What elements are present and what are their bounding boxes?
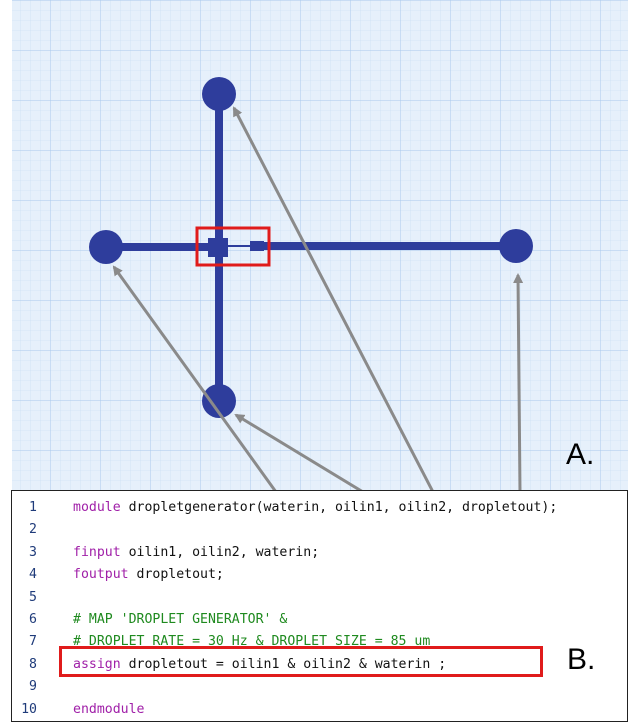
code-keyword: finput — [73, 544, 121, 560]
code-comment: # MAP 'DROPLET GENERATOR' & — [73, 611, 288, 627]
line-number: 6 — [29, 611, 37, 627]
line-number: 1 — [29, 500, 37, 515]
arrow-to-bottom-port — [234, 413, 363, 490]
line-number: 9 — [29, 679, 37, 695]
code-lines: 1 module dropletgenerator(waterin, oilin1… — [12, 497, 557, 721]
right-port — [499, 229, 533, 263]
line-number: 5 — [29, 589, 37, 605]
code-line: 1 module dropletgenerator(waterin, oilin1… — [12, 497, 557, 519]
line-number: 2 — [29, 522, 37, 538]
top-port — [202, 77, 236, 111]
code-line: 4 foutput dropletout; — [12, 564, 557, 586]
code-text: oilin1, oilin2, waterin; — [120, 544, 320, 560]
code-text: dropletout; — [128, 567, 224, 583]
left-port — [89, 230, 123, 264]
arrow-to-right-port — [513, 273, 524, 490]
code-line: 10 endmodule — [12, 699, 557, 721]
code-line: 6 # MAP 'DROPLET GENERATOR' & — [12, 609, 557, 631]
line-number: 3 — [29, 544, 37, 560]
code-line: 3 finput oilin1, oilin2, waterin; — [12, 542, 557, 564]
code-text: dropletout = oilin1 & oilin2 & waterin ; — [120, 656, 447, 672]
junction-block — [208, 238, 228, 257]
code-panel: 1 module dropletgenerator(waterin, oilin1… — [11, 490, 628, 722]
bottom-port — [202, 384, 236, 418]
code-keyword: assign — [73, 656, 121, 672]
code-keyword: foutput — [73, 567, 129, 583]
arrow-to-top-port — [232, 106, 434, 490]
code-line: 5 — [12, 587, 557, 609]
line-number: 7 — [29, 634, 37, 650]
line-number: 8 — [29, 656, 37, 672]
code-comment: # DROPLET_RATE = 30 Hz & DROPLET_SIZE = … — [73, 634, 431, 650]
code-keyword: endmodule — [73, 701, 145, 717]
line-number: 10 — [21, 701, 37, 717]
junction-stub — [250, 241, 264, 251]
panel-a-label: A. — [566, 438, 595, 471]
code-line: 7 # DROPLET_RATE = 30 Hz & DROPLET_SIZE =… — [12, 631, 557, 653]
code-line: 2 — [12, 519, 557, 541]
assign-line-highlight-box — [59, 646, 543, 677]
junction-highlight-box — [195, 226, 271, 267]
code-keyword: module — [73, 500, 121, 515]
code-text: dropletgenerator(waterin, oilin1, oilin2… — [120, 500, 558, 515]
microfluidic-diagram — [12, 0, 628, 490]
line-number: 4 — [29, 567, 37, 583]
arrow-to-left-port — [112, 265, 277, 490]
code-line: 8 assign dropletout = oilin1 & oilin2 & w… — [12, 654, 557, 676]
code-line: 9 — [12, 676, 557, 698]
panel-b-label: B. — [567, 643, 596, 676]
